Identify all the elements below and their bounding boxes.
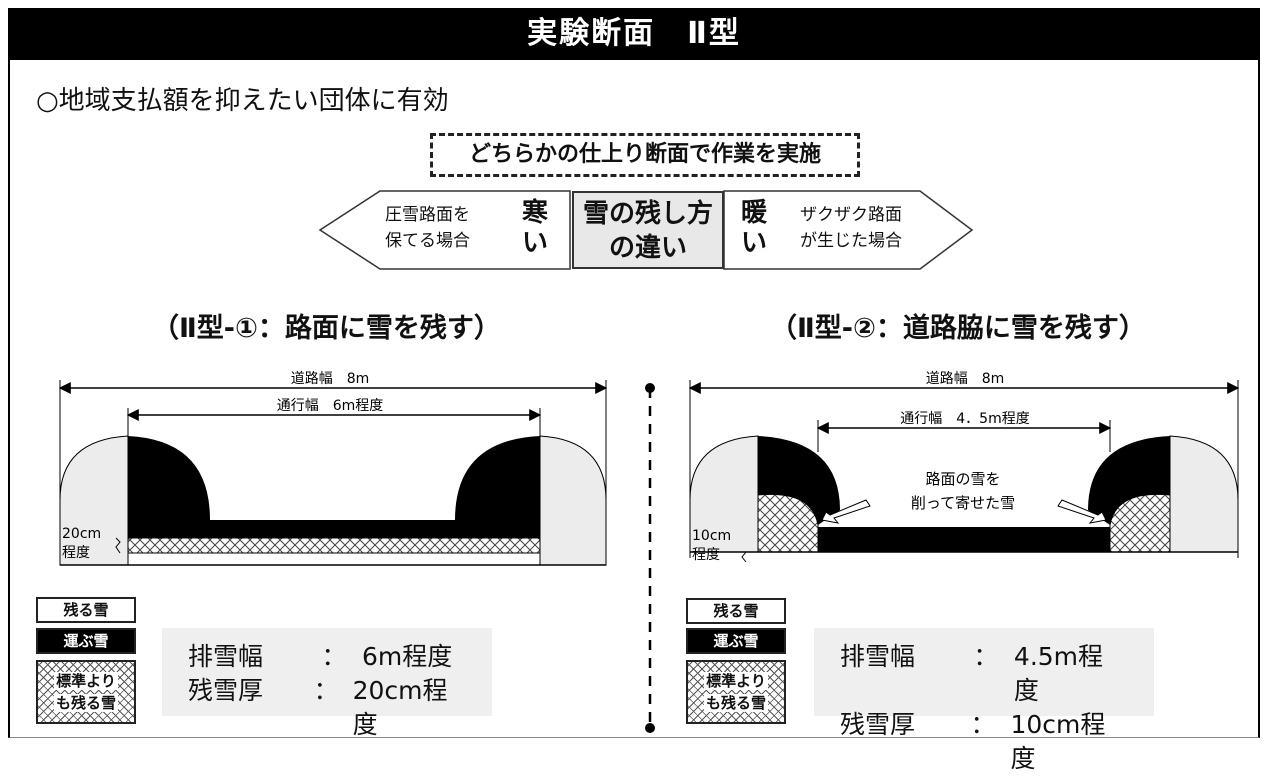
left-info-key-1: 排雪幅 <box>188 642 264 671</box>
right-info-key-1: 排雪幅 <box>840 642 916 671</box>
warm-word-2: い <box>740 228 767 258</box>
left-subtitle: （Ⅱ型-①：路面に雪を残す） <box>152 313 501 344</box>
cross-section-diagrams: 道路幅 8m 通行幅 6m程度 20cm 程度 道路幅 8m 通行幅 4．5m程… <box>58 371 1240 733</box>
warm-word: 暖 い <box>737 198 771 258</box>
warm-line-1: ザクザク路面 <box>800 205 902 225</box>
left-info-box: 排雪幅：6m程度 残雪厚：20cm程度 <box>162 628 492 739</box>
warm-description: ザクザク路面 が生じた場合 <box>800 202 902 254</box>
right-snowbank-left <box>689 435 759 553</box>
left-depth-label-2: 程度 <box>62 545 90 561</box>
center-divider <box>645 383 655 733</box>
right-carry-snow-bottom <box>818 527 1110 552</box>
left-section: 道路幅 8m 通行幅 6m程度 20cm 程度 <box>58 371 608 566</box>
right-depth-label-1: 10cm <box>692 528 731 544</box>
cold-arrow-shape <box>318 190 571 270</box>
right-snowbank-right <box>1169 435 1239 553</box>
warm-line-2: が生じた場合 <box>800 231 902 251</box>
right-subtitle: （Ⅱ型-②：道路脇に雪を残す） <box>770 313 1146 344</box>
left-legend-extra-1: 標準より <box>54 672 118 690</box>
right-info-value-2: 10cm程度 <box>1010 710 1106 773</box>
left-road-width-label: 道路幅 8m <box>291 371 370 387</box>
cold-line-1: 圧雪路面を <box>385 205 470 225</box>
right-info-box: 排雪幅 ： 4.5m程度 残雪厚 ： 10cm程度 <box>814 628 1154 773</box>
left-info-colon-2: ： <box>313 676 339 705</box>
left-legend-carry: 運ぶ雪 <box>36 628 136 654</box>
right-legend-extra-1: 標準より <box>704 672 768 690</box>
cold-word-1: 寒 <box>521 198 548 228</box>
right-legend-remain: 残る雪 <box>686 598 786 624</box>
cold-line-2: 保てる場合 <box>385 231 470 251</box>
left-pass-width-label: 通行幅 6m程度 <box>277 398 384 414</box>
left-carry-snow <box>128 436 540 538</box>
left-info-value-2: 20cm程度 <box>352 676 448 739</box>
right-road-width-label: 道路幅 8m <box>926 371 1005 387</box>
intro-text: ○地域支払額を抑えたい団体に有効 <box>36 86 449 116</box>
right-push-arrow-left <box>821 499 871 524</box>
page-frame <box>8 8 1260 738</box>
page-title: 実験断面 Ⅱ型 <box>8 8 1260 60</box>
warm-word-1: 暖 <box>740 198 767 228</box>
right-depth-label-2: 程度 <box>692 547 720 563</box>
right-note-2: 削って寄せた雪 <box>911 494 1015 512</box>
right-legend-extra: 標準より も残る雪 <box>686 660 786 724</box>
warm-arrow-shape <box>723 190 974 270</box>
right-info-colon-1: ： <box>973 642 999 671</box>
center-line-2: の違い <box>608 233 687 263</box>
right-push-arrow-right <box>1057 499 1107 524</box>
left-snowbank-left <box>59 435 129 566</box>
right-section: 道路幅 8m 通行幅 4．5m程度 路面の雪を 削って寄せた雪 10cm 程度 <box>688 371 1240 563</box>
direction-arrow <box>318 190 974 270</box>
cold-word: 寒 い <box>518 198 552 258</box>
right-info-value-1: 4.5m程度 <box>1013 642 1104 705</box>
left-snowbank-right <box>539 435 607 566</box>
choice-box: どちらかの仕上り断面で作業を実施 <box>430 133 860 177</box>
right-info-key-2: 残雪厚 <box>840 710 916 739</box>
left-depth-label-1: 20cm <box>62 526 101 542</box>
right-note-1: 路面の雪を <box>925 470 1000 488</box>
snow-difference-box: 雪の残し方 の違い <box>572 191 724 269</box>
left-legend-extra: 標準より も残る雪 <box>36 660 136 724</box>
right-pass-width-label: 通行幅 4．5m程度 <box>900 411 1029 427</box>
right-legend-extra-2: も残る雪 <box>703 694 768 712</box>
left-legend-extra-2: も残る雪 <box>53 694 118 712</box>
left-info-key-2: 残雪厚 <box>188 676 264 705</box>
left-info-value-1: 6m程度 <box>362 642 453 671</box>
cold-description: 圧雪路面を 保てる場合 <box>385 202 470 254</box>
left-info-colon-1: ： <box>321 642 347 671</box>
cold-word-2: い <box>521 228 548 258</box>
left-remaining-snow-layer <box>127 537 541 554</box>
left-legend-remain: 残る雪 <box>36 597 136 623</box>
center-line-1: 雪の残し方 <box>582 199 713 229</box>
right-legend-carry: 運ぶ雪 <box>686 628 786 654</box>
right-info-colon-2: ： <box>970 710 996 739</box>
